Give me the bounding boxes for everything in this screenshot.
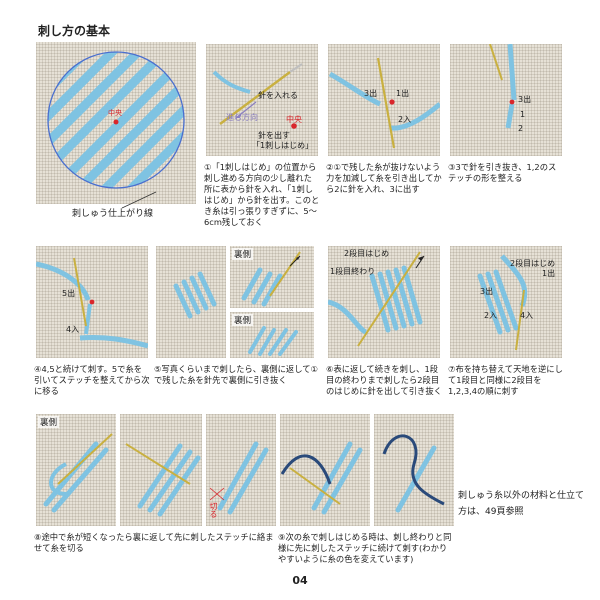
back-side-tag: 裏側 [232,248,254,260]
step5-caption: ⑤写真くらいまで刺したら、裏側に返して①で残した糸を針先で裏側に引き抜く [154,364,318,385]
main-figure-photo: 中央 [36,42,196,204]
step5-photo-back-1: 裏側 [230,246,314,308]
out5-label: 5出 [62,289,76,298]
step1-caption: ①「1刺しはじめ」の位置から刺し進める方向の少し離れた所に表から針を入れ、「1刺… [204,162,320,227]
back-side-tag: 裏側 [232,314,254,326]
out3-label: 3出 [480,287,494,296]
step2-caption: ②①で残した糸が抜けないよう力を加減して糸を引き出してから2に針を入れ、3に出す [326,162,442,194]
step8-caption: ⑧途中で糸が短くなったら裏に返して先に刺したステッチに絡ませて糸を切る [34,532,274,553]
step6-caption: ⑥表に返して続きを刺し、1段目の終わりまで刺したら2段目のはじめに針を出して引き… [326,364,442,396]
step8-photo-3: 切る [206,414,276,526]
center-label: 中央 [108,109,122,117]
step5-photo-front [156,246,226,358]
n1-label: 1 [520,110,526,119]
n2-label: 2 [518,124,524,133]
step4-photo: 5出 4入 [36,246,148,358]
step3-photo: 3出 1 2 [450,44,562,156]
materials-note: 刺しゅう糸以外の材料と仕立て方は、49頁参照 [458,491,585,517]
cut-label: 切る [209,502,218,518]
step8-photo-2 [120,414,202,526]
step2-photo: 3出 1出 2入 [328,44,440,156]
step7-photo: 2段目はじめ 1出 3出 2入 4入 [450,246,562,358]
main-figure-illustration [47,51,185,189]
needle-out-label: 針を出す [258,131,290,140]
row2-start-label: 2段目はじめ [344,249,390,258]
row1-end-label: 1段目終わり [330,267,376,276]
in2-label: 2入 [484,311,498,320]
start-label: 「1刺しはじめ」 [252,141,314,150]
step1-photo: 針を入れる 進む方向 中央 針を出す 「1刺しはじめ」 [206,44,318,156]
step7-caption: ⑦布を持ち替えて天地を逆にして1段目と同様に2段目を1,2,3,4の順に刺す [448,364,563,396]
center-label: 中央 [286,115,302,124]
step9-photo-1 [280,414,370,526]
step4-caption: ④4,5と続けて刺す。5で糸を引いてステッチを整えてから次に移る [34,364,150,396]
out1-label: 1出 [542,269,556,278]
step6-photo: 2段目はじめ 1段目終わり [328,246,440,358]
out3-label: 3出 [364,89,378,98]
page-title: 刺し方の基本 [38,24,111,38]
row2-start-label: 2段目はじめ [510,259,556,268]
finish-line-label: 刺しゅう仕上がり線 [72,209,154,219]
out3-label: 3出 [518,95,532,104]
step9-photo-2 [374,414,454,526]
direction-label: 進む方向 [226,113,258,122]
in2-label: 2入 [398,115,412,124]
step5-photo-back-2: 裏側 [230,312,314,358]
page-number: 04 [292,574,308,587]
step9-caption: ⑨次の糸で刺しはじめる時は、刺し終わりと同様に先に刺したステッチに続けて刺す(わ… [278,532,452,564]
step3-caption: ③3で針を引き抜き、1,2のステッチの形を整える [448,162,557,183]
finish-line-leader [121,191,157,209]
step8-photo-1: 裏側 [36,414,116,526]
in4-label: 4入 [66,325,80,334]
back-side-tag: 裏側 [38,416,60,428]
out1-label: 1出 [396,89,410,98]
in4-label: 4入 [520,311,534,320]
needle-in-label: 針を入れる [258,91,298,100]
